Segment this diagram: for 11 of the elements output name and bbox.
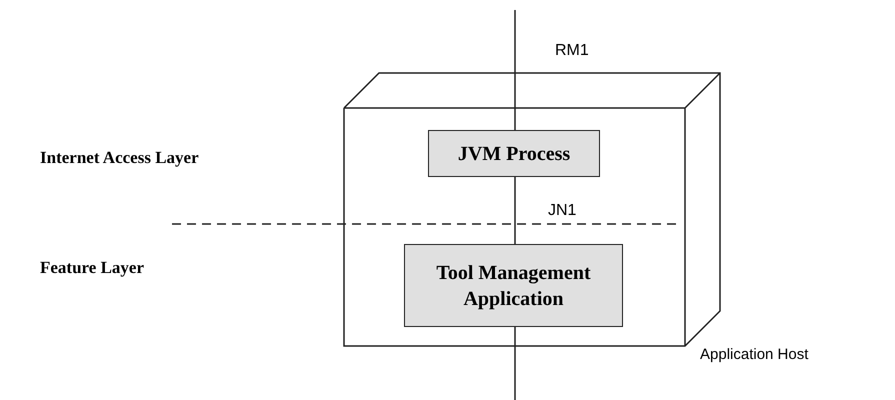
box-label: JVM Process [456,142,572,166]
layer-label: Internet Access Layer [40,148,199,168]
layer-label: Feature Layer [40,258,144,278]
box-label: Tool Management Application [435,260,592,312]
connector-line [514,177,516,244]
process-box [428,130,600,177]
host-label: Application Host [700,346,808,363]
host-cube [344,73,720,347]
connector-line [514,10,516,130]
process-box [404,244,623,327]
connector-line [514,327,516,400]
